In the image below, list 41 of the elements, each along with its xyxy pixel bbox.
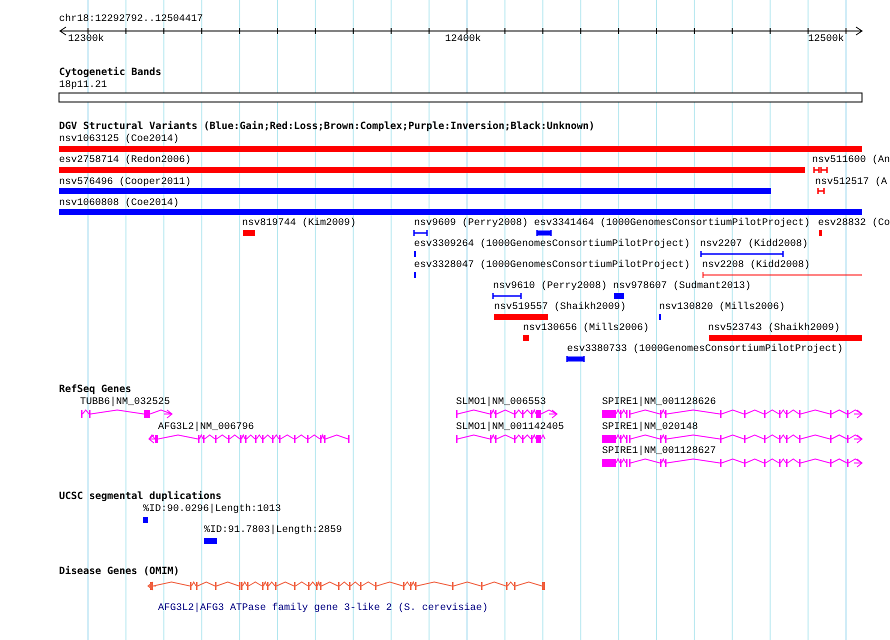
- feature-label: nsv130656 (Mills2006): [523, 323, 650, 335]
- track-title: UCSC segmental duplications: [59, 491, 222, 503]
- track-title: DGV Structural Variants (Blue:Gain;Red:Loss;Brown:Complex;Purple:Inversion;Black:Unknown): [59, 121, 595, 133]
- feature-label: nsv2208 (Kidd2008): [702, 260, 810, 272]
- feature-label: esv2758714 (Redon2006): [59, 155, 192, 167]
- feature-label: esv3380733 (1000GenomesConsortiumPilotProject): [567, 344, 844, 356]
- track-title: Cytogenetic Bands: [59, 67, 162, 79]
- feature-label: esv3341464 (1000GenomesConsortiumPilotProject): [534, 218, 810, 230]
- gene-label: SPIRE1|NM_001128627: [602, 446, 716, 458]
- track-title: Disease Genes (OMIM): [59, 566, 180, 578]
- position-label: chr18:12292792..12504417: [59, 14, 204, 26]
- feature-label: nsv819744 (Kim2009): [242, 218, 356, 230]
- tick-label: 12400k: [445, 34, 482, 46]
- gene-label: SLMO1|NM_001142405: [456, 422, 564, 434]
- disease-gene-label: AFG3L2|AFG3 ATPase family gene 3-like 2 (S. cerevisiae): [158, 603, 488, 615]
- feature-label: %ID:90.0296|Length:1013: [143, 504, 282, 516]
- feature-label: nsv576496 (Cooper2011): [59, 177, 192, 189]
- feature-label: nsv978607 (Sudmant2013): [613, 281, 752, 293]
- gene-label: SPIRE1|NM_001128626: [602, 397, 716, 409]
- feature-label: nsv2207 (Kidd2008): [700, 239, 808, 251]
- band-label: 18p11.21: [59, 80, 108, 92]
- feature-label: %ID:91.7803|Length:2859: [204, 525, 342, 537]
- feature-label: nsv523743 (Shaikh2009): [708, 323, 840, 335]
- feature-label: nsv1060808 (Coe2014): [59, 198, 180, 210]
- feature-label: esv3328047 (1000GenomesConsortiumPilotProject): [414, 260, 690, 272]
- feature-label: nsv9610 (Perry2008): [493, 281, 608, 293]
- feature-label: esv28832 (Co: [818, 218, 890, 230]
- feature-label: nsv512517 (A: [815, 177, 888, 189]
- feature-label: nsv9609 (Perry2008): [414, 218, 528, 230]
- track-title: RefSeq Genes: [59, 384, 132, 396]
- feature-label: nsv1063125 (Coe2014): [59, 134, 180, 146]
- tick-label: 12500k: [808, 34, 844, 46]
- gene-label: AFG3L2|NM_006796: [158, 422, 254, 434]
- feature-label: nsv511600 (An: [812, 155, 890, 167]
- feature-label: nsv519557 (Shaikh2009): [494, 302, 626, 314]
- gene-label: SLMO1|NM_006553: [456, 397, 546, 409]
- feature-label: esv3309264 (1000GenomesConsortiumPilotProject): [414, 239, 690, 251]
- feature-label: nsv130820 (Mills2006): [659, 302, 786, 314]
- gene-label: TUBB6|NM_032525: [80, 397, 170, 409]
- gene-label: SPIRE1|NM_020148: [602, 422, 698, 434]
- tick-label: 12300k: [68, 34, 104, 46]
